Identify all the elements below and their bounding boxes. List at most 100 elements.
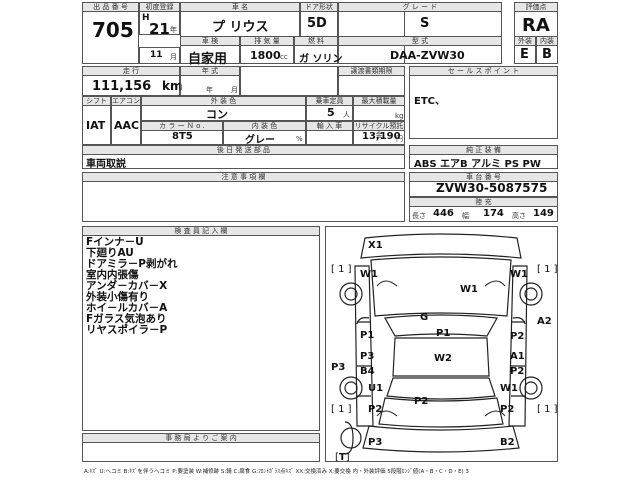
- mark-p1-c: P1: [436, 328, 451, 339]
- rear-parts-cell: [82, 154, 405, 169]
- model-cell: [338, 45, 502, 64]
- mark-b2: B2: [500, 437, 515, 448]
- car-diagram-frame: [325, 226, 558, 462]
- year-type-year: 年: [206, 86, 213, 94]
- percent-unit: %: [296, 135, 303, 143]
- tax-cell: [353, 130, 405, 145]
- mark-a1: A1: [510, 351, 525, 362]
- lot-no: 705: [92, 18, 134, 42]
- score: RA: [522, 15, 550, 36]
- remark-line: Fガラス気泡あり: [86, 313, 167, 325]
- color-no-cell: [141, 130, 223, 145]
- mark-p2-bl: P2: [368, 404, 383, 415]
- km-unit: km: [162, 79, 183, 93]
- ext-color-cell: [141, 105, 306, 121]
- mark-t: [T]: [335, 452, 350, 463]
- fuel-cell: [294, 45, 338, 64]
- shift-cell: [82, 105, 111, 145]
- car-name: プ リウス: [212, 20, 269, 35]
- equipment-cell: [409, 154, 558, 169]
- mark-u1: U1: [368, 383, 384, 394]
- fuel: ガ ソリン: [299, 54, 343, 65]
- aircon-cell: [111, 105, 141, 145]
- reg-year: 21: [149, 20, 170, 38]
- mark-a2: A2: [537, 316, 552, 327]
- rear-parts: 車両取説: [86, 159, 126, 170]
- remark-line: アンダ－カバ－X: [86, 280, 168, 292]
- transfer-cell: [338, 75, 405, 96]
- mark-p2-r2: P2: [510, 366, 525, 377]
- mark-p2-rc: P2: [414, 396, 429, 407]
- bracket-fl: [ 1 ]: [331, 264, 352, 275]
- office-cell: [82, 442, 320, 462]
- mark-b4: B4: [360, 366, 375, 377]
- int-color: グレー: [245, 135, 275, 146]
- bracket-rr: [ 1 ]: [537, 404, 558, 415]
- remark-line: ホイ－ルカバ－A: [86, 302, 168, 314]
- displacement-cell: [240, 45, 294, 64]
- capacity: 5: [327, 106, 335, 119]
- remark-line: リヤスポイラ－P: [86, 324, 168, 336]
- equipment: ABS エアB アルミ PS PW: [414, 159, 541, 170]
- blank-cell-a: [240, 66, 338, 96]
- mark-w2: W2: [434, 353, 452, 364]
- mark-w1-hood: W1: [460, 284, 478, 295]
- color-no: 8T5: [172, 131, 193, 142]
- displacement: 1800: [250, 49, 281, 62]
- car-inspection: 自家用: [188, 52, 228, 67]
- first-reg-cell: [139, 11, 180, 35]
- bracket-fr: [ 1 ]: [537, 264, 558, 275]
- aircon: AAC: [114, 119, 140, 132]
- mileage: 111,156: [92, 79, 152, 94]
- width-label: 幅: [462, 212, 469, 220]
- mileage-cell: [82, 75, 180, 96]
- chassis-cell: [409, 181, 558, 197]
- mark-w1-rr: W1: [500, 383, 518, 394]
- width: 174: [483, 208, 504, 219]
- inspector-remarks: Fインナ－U 下廻りAU ドアミラ－P剥がれ 室内内張傷 アンダ－カバ－X 外装…: [86, 237, 178, 336]
- inspection-cell: [180, 45, 240, 64]
- legend: A:ｷｽﾞ U:ヘコミ B:ｷｽﾞを伴うヘコミ P:要塗装 W:補修跡 S:錆 …: [84, 469, 469, 475]
- shift: IAT: [86, 119, 106, 132]
- mark-p3-l: P3: [360, 351, 375, 362]
- door: 5D: [307, 16, 327, 31]
- notes-cell: [82, 181, 405, 222]
- lot-no-cell: [82, 11, 139, 64]
- month-cell: [139, 47, 180, 64]
- remark-line: 外装小傷有り: [86, 291, 149, 303]
- reg-month: 11: [150, 50, 163, 60]
- ext-color: コン: [206, 108, 228, 121]
- remark-line: 下廻りAU: [86, 247, 134, 259]
- mark-w1-fl: W1: [360, 269, 378, 280]
- chassis: ZVW30-5087575: [436, 181, 548, 195]
- reg-year-unit: 年: [170, 26, 177, 34]
- height-label: 高さ: [512, 212, 526, 220]
- max-load-cell: [353, 105, 405, 121]
- exterior-score: E: [520, 47, 529, 62]
- sales-point-cell: [409, 75, 558, 139]
- reg-month-unit: 月: [170, 53, 177, 61]
- mark-p1-l: P1: [360, 330, 375, 341]
- yen-unit: 円: [396, 135, 403, 143]
- kg-unit: kg: [395, 112, 404, 120]
- int-color-cell: [223, 130, 306, 145]
- mark-p2-r: P2: [510, 331, 525, 342]
- mark-g: G: [420, 312, 429, 323]
- capacity-cell: [306, 105, 353, 121]
- model: DAA-ZVW30: [390, 49, 465, 62]
- tax: 13,190: [362, 131, 401, 142]
- sales-point: ETC、: [414, 96, 445, 107]
- year-type-cell: [180, 75, 240, 96]
- remark-line: Fインナ－U: [86, 236, 144, 248]
- car-diagram: [339, 233, 543, 455]
- length-label: 長さ: [412, 212, 426, 220]
- import-cell: [306, 130, 353, 145]
- remark-line: 室内内張傷: [86, 269, 139, 281]
- exterior-cell: [514, 45, 536, 64]
- inspector-cell: [82, 235, 320, 431]
- capacity-unit: 人: [343, 111, 350, 119]
- mark-w1-fr: W1: [510, 269, 528, 280]
- cc-unit: cc: [280, 53, 288, 61]
- mark-x1: X1: [368, 240, 383, 251]
- mark-p3-side: P3: [331, 362, 346, 373]
